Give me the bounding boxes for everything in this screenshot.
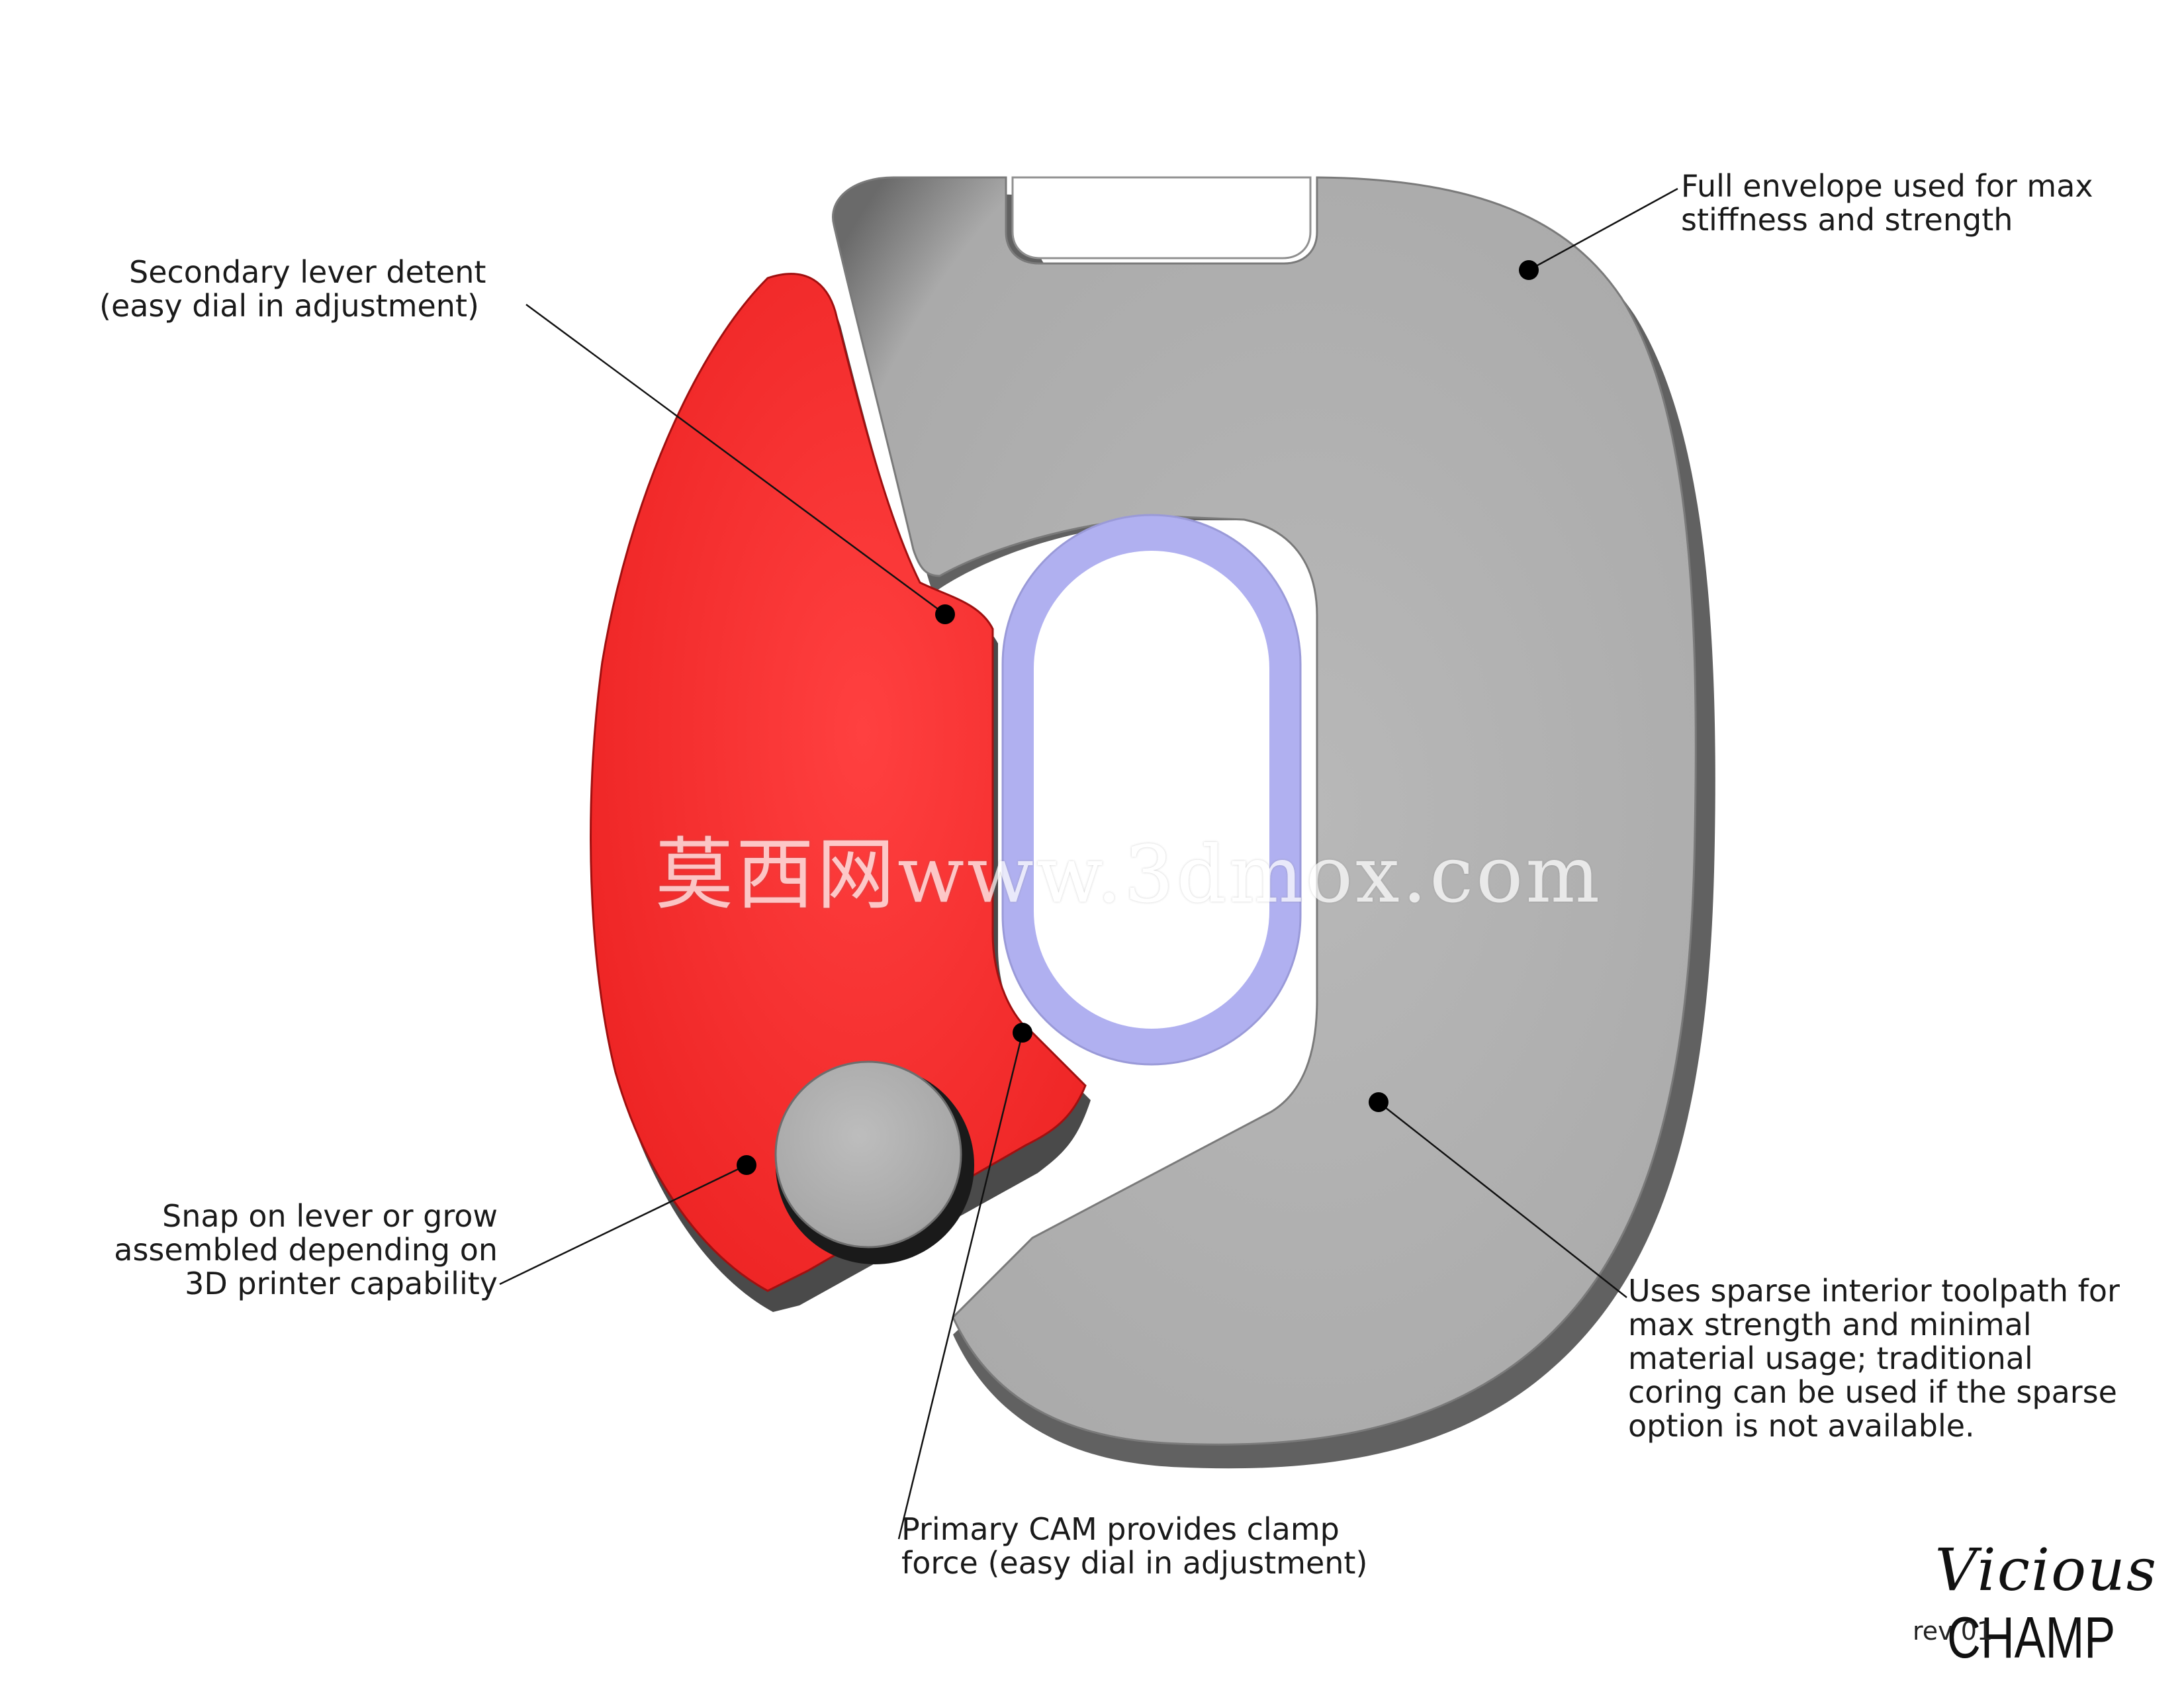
revision-label: rev 01 xyxy=(1913,1617,1993,1646)
red-lever xyxy=(590,273,1087,1292)
callout-sparse-line: coring can be used if the sparse xyxy=(1628,1374,2117,1410)
callout-sparse-line: option is not available. xyxy=(1628,1408,1975,1444)
callout-sparse-line: Uses sparse interior toolpath for xyxy=(1628,1273,2120,1309)
dot-cam xyxy=(1013,1023,1032,1043)
callout-detent: Secondary lever detent (easy dial in adj… xyxy=(99,256,523,323)
callout-cam: Primary CAM provides clamp force (easy d… xyxy=(901,1513,1367,1580)
callout-envelope-line: stiffness and strength xyxy=(1681,202,2013,238)
leader-line-envelope xyxy=(1528,187,1678,271)
callout-envelope: Full envelope used for max stiffness and… xyxy=(1681,169,2093,237)
callout-snap: Snap on lever or grow assembled dependin… xyxy=(40,1199,498,1301)
callout-sparse: Uses sparse interior toolpath for max st… xyxy=(1628,1274,2120,1443)
title-block: ViciousCHAMP xyxy=(1787,1536,2158,1671)
title-name: CHAMP xyxy=(1947,1605,2116,1670)
dot-snap xyxy=(737,1155,756,1175)
callout-snap-line: assembled depending on xyxy=(114,1232,498,1268)
leader-line-cam xyxy=(897,1032,1024,1540)
callout-snap-line: 3D printer capability xyxy=(185,1266,498,1301)
dot-envelope xyxy=(1519,260,1539,280)
callout-cam-line: Primary CAM provides clamp xyxy=(901,1511,1340,1547)
clamp-body xyxy=(832,176,1697,1446)
callout-detent-line: Secondary lever detent xyxy=(129,254,486,290)
callout-cam-line: force (easy dial in adjustment) xyxy=(901,1545,1368,1581)
callout-snap-line: Snap on lever or grow xyxy=(162,1198,498,1234)
callout-envelope-line: Full envelope used for max xyxy=(1681,168,2093,204)
leader-line-snap xyxy=(499,1164,747,1286)
leader-line-sparse xyxy=(1378,1102,1627,1298)
primary-cam xyxy=(774,1060,962,1248)
oval-slot-hole xyxy=(1034,551,1269,1029)
dot-sparse xyxy=(1369,1092,1388,1112)
title-script: Vicious xyxy=(1934,1536,2158,1604)
watermark-text: 莫西网www.3dmox.com xyxy=(655,829,1603,920)
callout-sparse-line: max strength and minimal xyxy=(1628,1307,2032,1342)
callout-sparse-line: material usage; traditional xyxy=(1628,1340,2033,1376)
leader-line-detent xyxy=(525,303,946,616)
dot-detent xyxy=(935,604,955,624)
callout-detent-line: (easy dial in adjustment) xyxy=(99,288,479,324)
top-slot xyxy=(1011,176,1312,259)
